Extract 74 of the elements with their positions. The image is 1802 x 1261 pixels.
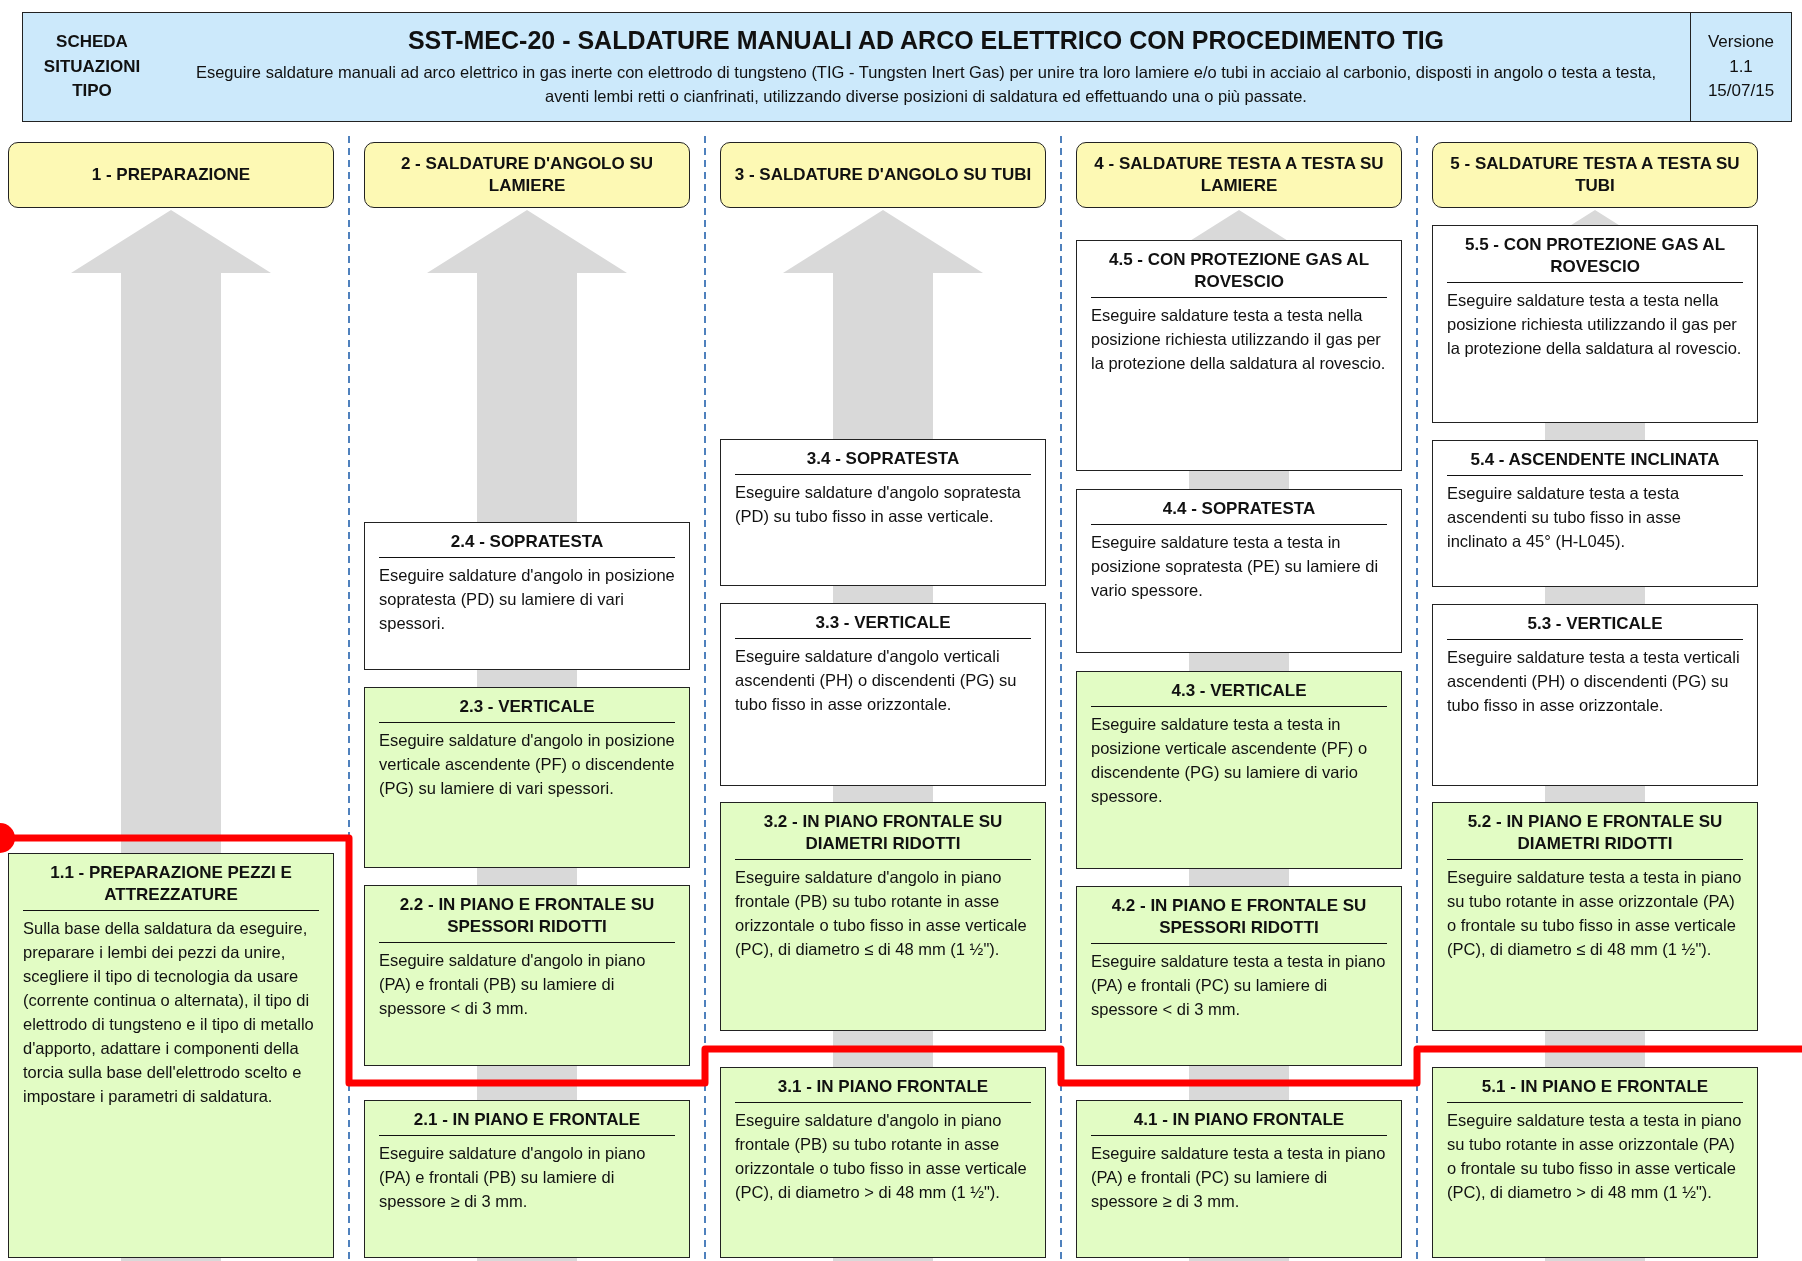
card-heading: 4.4 - SOPRATESTA bbox=[1091, 498, 1387, 526]
step-card bbox=[1076, 886, 1402, 1066]
step-card bbox=[364, 522, 690, 670]
column-title: 4 - SALDATURE TESTA A TESTA SU LAMIERE bbox=[1093, 152, 1385, 197]
column-header bbox=[1432, 142, 1758, 208]
card-description: Sulla base della saldatura da eseguire, preparare i lembi dei pezzi da unire, scegliere il tipo di tecnologia da usare (corrente continua o alternata), il tipo di elettrodo di tungsteno e il tipo di metallo d'apporto, adattare i componenti della torcia sulla base dell'elettrodo scelto e impostare i parametri di saldatura. bbox=[23, 918, 315, 1107]
card-heading: 2.3 - VERTICALE bbox=[379, 696, 675, 724]
step-card bbox=[1432, 225, 1758, 423]
sheet-type-label: SCHEDA SITUAZIONI TIPO bbox=[42, 31, 142, 103]
card-heading: 4.5 - CON PROTEZIONE GAS AL ROVESCIO bbox=[1091, 249, 1387, 299]
step-card bbox=[1076, 1100, 1402, 1258]
column-title: 2 - SALDATURE D'ANGOLO SU LAMIERE bbox=[399, 152, 655, 197]
card-description: Eseguire saldature testa a testa in piano su tubo rotante in asse orizzontale (PA) o frontale su tubo fisso in asse verticale (PC), di diametro ≤ di 48 mm (1 ½"). bbox=[1447, 867, 1743, 960]
title-panel bbox=[161, 12, 1691, 122]
header-cell bbox=[1690, 12, 1792, 122]
version-label: Versione 1.1 15/07/15 bbox=[1706, 31, 1776, 103]
step-card bbox=[1432, 604, 1758, 786]
card-heading: 1.1 - PREPARAZIONE PEZZI E ATTREZZATURE bbox=[23, 862, 319, 912]
card-description: Eseguire saldature testa a testa in posizione sopratesta (PE) su lamiere di vario spessore. bbox=[1091, 532, 1380, 601]
card-description: Eseguire saldature d'angolo sopratesta (PD) su tubo fisso in asse verticale. bbox=[735, 482, 1022, 527]
card-description: Eseguire saldature d'angolo in piano frontale (PB) su tubo rotante in asse orizzontale o tubo fisso in asse verticale (PC), di diametro > di 48 mm (1 ½"). bbox=[735, 1110, 1028, 1203]
card-description: Eseguire saldature d'angolo in piano (PA) e frontali (PB) su lamiere di spessore < di 3 mm. bbox=[379, 950, 647, 1020]
step-card bbox=[720, 802, 1046, 1031]
card-heading: 5.5 - CON PROTEZIONE GAS AL ROVESCIO bbox=[1447, 234, 1743, 284]
card-description: Eseguire saldature testa a testa in piano (PA) e frontali (PC) su lamiere di spessore < di 3 mm. bbox=[1091, 951, 1387, 1021]
card-description: Eseguire saldature testa a testa nella posizione richiesta utilizzando il gas per la protezione della saldatura al rovescio. bbox=[1447, 290, 1743, 360]
card-heading: 3.2 - IN PIANO FRONTALE SU DIAMETRI RIDOTTI bbox=[735, 811, 1031, 861]
card-description: Eseguire saldature d'angolo verticali ascendenti (PH) o discendenti (PG) su tubo fisso in asse orizzontale. bbox=[735, 646, 1018, 715]
card-description: Eseguire saldature testa a testa ascendenti su tubo fisso in asse inclinato a 45° (H-L045). bbox=[1447, 483, 1682, 552]
column-title: 3 - SALDATURE D'ANGOLO SU TUBI bbox=[733, 163, 1033, 186]
step-card bbox=[1076, 489, 1402, 653]
column-title: 5 - SALDATURE TESTA A TESTA SU TUBI bbox=[1449, 152, 1741, 197]
card-description: Eseguire saldature testa a testa in piano (PA) e frontali (PC) su lamiere di spessore ≥ di 3 mm. bbox=[1091, 1143, 1387, 1212]
card-heading: 3.3 - VERTICALE bbox=[735, 612, 1031, 640]
card-description: Eseguire saldature d'angolo in piano (PA) e frontali (PB) su lamiere di spessore ≥ di 3 mm. bbox=[379, 1143, 647, 1212]
card-description: Eseguire saldature testa a testa in posizione verticale ascendente (PF) o discendente (PG) su lamiere di vario spessore. bbox=[1091, 714, 1369, 807]
step-card bbox=[720, 439, 1046, 586]
card-heading: 5.3 - VERTICALE bbox=[1447, 613, 1743, 641]
card-description: Eseguire saldature testa a testa nella posizione richiesta utilizzando il gas per la protezione della saldatura al rovescio. bbox=[1091, 305, 1387, 375]
card-heading: 4.3 - VERTICALE bbox=[1091, 680, 1387, 708]
column-header bbox=[8, 142, 334, 208]
step-card bbox=[364, 687, 690, 868]
sheet-description: Eseguire saldature manuali ad arco elettrico in gas inerte con elettrodo di tungsteno (TIG - Tungsten Inert Gas) per unire tra loro lamiere e/o tubi in acciaio al carbonio, disposti in angolo o testa a testa, aventi lembi retti o cianfrinati, utilizzando diverse posizioni di saldatura ed effettuando una o più passate. bbox=[194, 61, 1658, 107]
step-card bbox=[364, 885, 690, 1066]
step-card bbox=[1432, 802, 1758, 1031]
card-description: Eseguire saldature d'angolo in piano frontale (PB) su tubo rotante in asse orizzontale o tubo fisso in asse verticale (PC), di diametro ≤ di 48 mm (1 ½"). bbox=[735, 867, 1028, 960]
card-heading: 3.4 - SOPRATESTA bbox=[735, 448, 1031, 476]
header-cell bbox=[22, 12, 162, 122]
card-heading: 5.1 - IN PIANO E FRONTALE bbox=[1447, 1076, 1743, 1104]
step-card bbox=[720, 1067, 1046, 1258]
step-card bbox=[1432, 440, 1758, 587]
card-heading: 4.1 - IN PIANO FRONTALE bbox=[1091, 1109, 1387, 1137]
card-description: Eseguire saldature d'angolo in posizione sopratesta (PD) su lamiere di vari spessori. bbox=[379, 565, 676, 634]
step-card bbox=[8, 853, 334, 1258]
card-heading: 3.1 - IN PIANO FRONTALE bbox=[735, 1076, 1031, 1104]
step-card bbox=[1076, 240, 1402, 471]
step-card bbox=[720, 603, 1046, 786]
step-card bbox=[364, 1100, 690, 1258]
column-header bbox=[364, 142, 690, 208]
card-description: Eseguire saldature testa a testa in piano su tubo rotante in asse orizzontale (PA) o frontale su tubo fisso in asse verticale (PC), di diametro > di 48 mm (1 ½"). bbox=[1447, 1110, 1743, 1203]
card-heading: 2.4 - SOPRATESTA bbox=[379, 531, 675, 559]
card-heading: 5.4 - ASCENDENTE INCLINATA bbox=[1447, 449, 1743, 477]
column-header bbox=[720, 142, 1046, 208]
sheet-title: SST-MEC-20 - SALDATURE MANUALI AD ARCO ELETTRICO CON PROCEDIMENTO TIG bbox=[407, 25, 1445, 55]
step-card bbox=[1432, 1067, 1758, 1258]
card-heading: 5.2 - IN PIANO E FRONTALE SU DIAMETRI RIDOTTI bbox=[1447, 811, 1743, 861]
card-description: Eseguire saldature testa a testa verticali ascendenti (PH) o discendenti (PG) su tubo fisso in asse orizzontale. bbox=[1447, 647, 1741, 716]
card-heading: 2.1 - IN PIANO E FRONTALE bbox=[379, 1109, 675, 1137]
column-title: 1 - PREPARAZIONE bbox=[90, 163, 252, 186]
card-heading: 4.2 - IN PIANO E FRONTALE SU SPESSORI RIDOTTI bbox=[1091, 895, 1387, 945]
card-heading: 2.2 - IN PIANO E FRONTALE SU SPESSORI RIDOTTI bbox=[379, 894, 675, 944]
step-card bbox=[1076, 671, 1402, 869]
card-description: Eseguire saldature d'angolo in posizione verticale ascendente (PF) o discendente (PG) su lamiere di vari spessori. bbox=[379, 730, 676, 799]
column-header bbox=[1076, 142, 1402, 208]
